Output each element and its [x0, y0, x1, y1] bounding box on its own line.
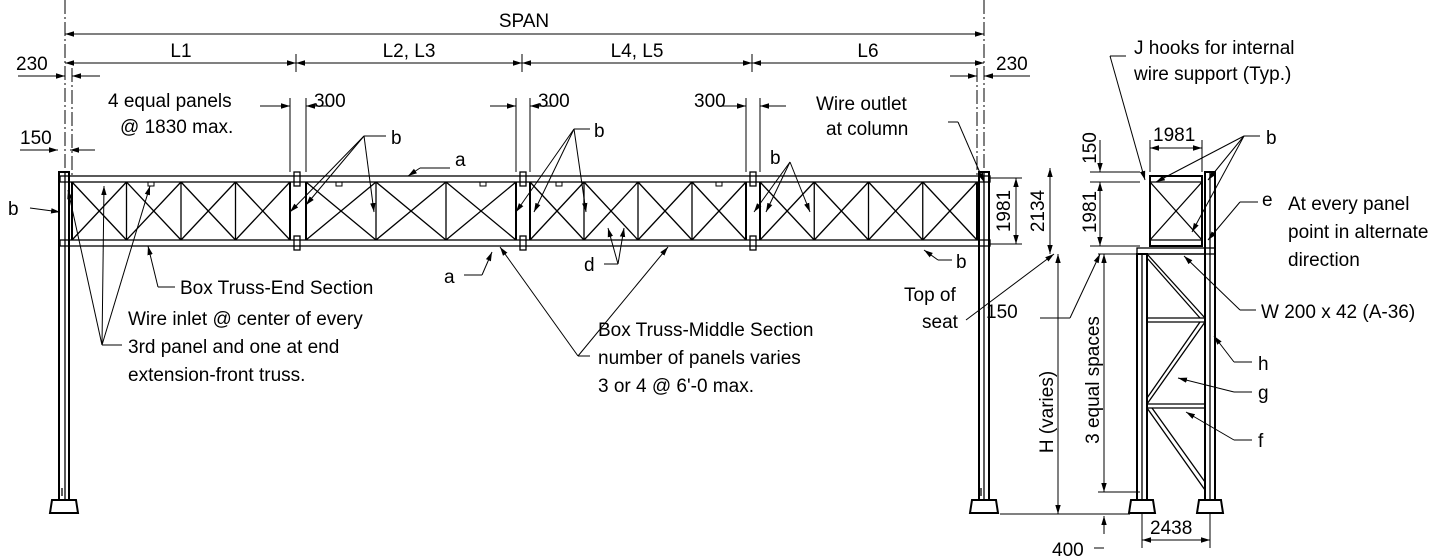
- dim-150-left: 150: [20, 128, 95, 153]
- svg-text:Box Truss-Middle Section: Box Truss-Middle Section: [598, 320, 813, 341]
- svg-text:f: f: [1258, 431, 1264, 452]
- middle-section-note: Box Truss-Middle Section number of panel…: [499, 246, 813, 397]
- truss-member: [868, 181, 924, 241]
- svg-text:3 equal spaces: 3 equal spaces: [1083, 316, 1104, 444]
- top-of-seat-note: Top of seat: [904, 253, 1055, 333]
- svg-text:direction: direction: [1288, 250, 1360, 271]
- svg-text:at column: at column: [826, 119, 908, 140]
- left-column: [48, 171, 80, 514]
- svg-text:1981: 1981: [994, 190, 1015, 232]
- svg-text:seat: seat: [922, 312, 959, 333]
- side-elevation: [1127, 171, 1225, 514]
- svg-text:Top of: Top of: [904, 285, 956, 306]
- svg-text:W 200 x 42 (A-36): W 200 x 42 (A-36): [1261, 302, 1415, 323]
- dim-230: 230 230: [16, 54, 1030, 178]
- svg-text:150: 150: [1080, 132, 1101, 164]
- l1-label: L1: [170, 41, 191, 62]
- base-width-dim: 2438: [1141, 514, 1211, 548]
- svg-text:g: g: [1258, 383, 1269, 404]
- l45-label: L4, L5: [611, 41, 664, 62]
- truss-member: [180, 181, 236, 241]
- truss-member: [235, 181, 291, 241]
- svg-text:Box Truss-End Section: Box Truss-End Section: [180, 278, 373, 299]
- truss-member: [375, 181, 447, 241]
- truss-depth-dims: 1981 2134: [990, 168, 1053, 254]
- svg-text:150: 150: [20, 128, 52, 149]
- svg-text:3rd panel and one at end: 3rd panel and one at end: [128, 337, 339, 358]
- end-section-note: Box Truss-End Section: [147, 245, 373, 299]
- svg-text:b: b: [8, 199, 19, 220]
- svg-text:e: e: [1262, 190, 1273, 211]
- svg-text:wire support (Typ.): wire support (Typ.): [1133, 64, 1291, 85]
- centerlines: [64, 0, 985, 170]
- dim-230-left: 230: [16, 54, 48, 75]
- svg-text:number of panels varies: number of panels varies: [598, 348, 801, 369]
- svg-text:b: b: [956, 252, 967, 273]
- l6-label: L6: [857, 41, 878, 62]
- svg-text:H (varies): H (varies): [1037, 371, 1058, 453]
- truss-panels: [71, 181, 978, 241]
- svg-text:3 or 4 @ 6'-0 max.: 3 or 4 @ 6'-0 max.: [598, 376, 754, 397]
- svg-text:a: a: [444, 267, 455, 288]
- right-column: [968, 171, 1000, 514]
- jhooks-note: J hooks for internal wire support (Typ.): [1109, 38, 1295, 181]
- svg-text:point in alternate: point in alternate: [1288, 222, 1429, 243]
- svg-text:2438: 2438: [1150, 518, 1192, 539]
- side-dims: 1981 150 1981 150: [986, 125, 1203, 323]
- truss-member: [126, 181, 182, 241]
- truss-member: [583, 181, 639, 241]
- svg-text:a: a: [455, 150, 466, 171]
- truss-member: [637, 181, 693, 241]
- height-dims: H (varies) 3 equal spaces 400: [1000, 253, 1140, 560]
- svg-text:extension-front truss.: extension-front truss.: [128, 365, 305, 386]
- svg-text:Wire inlet @ center of every: Wire inlet @ center of every: [128, 309, 363, 330]
- svg-text:b: b: [594, 121, 605, 142]
- dim-230-right: 230: [996, 54, 1028, 75]
- svg-text:Wire outlet: Wire outlet: [816, 94, 908, 115]
- svg-text:300: 300: [694, 91, 726, 112]
- truss-member: [759, 181, 815, 241]
- truss-member: [305, 181, 377, 241]
- splice-plates: [289, 171, 761, 251]
- svg-text:1981: 1981: [1153, 125, 1195, 146]
- truss-member: [71, 181, 127, 241]
- truss-member: [922, 181, 978, 241]
- svg-text:400: 400: [1052, 540, 1084, 560]
- svg-text:300: 300: [314, 91, 346, 112]
- truss-member: [691, 181, 747, 241]
- wire-inlets: [147, 181, 723, 187]
- svg-text:150: 150: [986, 302, 1018, 323]
- svg-text:300: 300: [538, 91, 570, 112]
- svg-text:d: d: [584, 255, 595, 276]
- panels-note-2: @ 1830 max.: [120, 117, 233, 138]
- truss-member: [529, 181, 585, 241]
- svg-text:1981: 1981: [1080, 191, 1101, 233]
- span-label: SPAN: [499, 11, 549, 32]
- truss-member: [813, 181, 869, 241]
- truss-member: [445, 181, 517, 241]
- leader-lines: b b b a a d b b: [8, 121, 967, 288]
- svg-text:2134: 2134: [1028, 189, 1049, 232]
- svg-text:b: b: [770, 148, 781, 169]
- svg-text:b: b: [1266, 128, 1277, 149]
- svg-text:At every panel: At every panel: [1288, 194, 1409, 215]
- side-leaders: b e At every panel point in alternate di…: [1155, 128, 1429, 452]
- wire-outlet-note: Wire outlet at column: [816, 94, 985, 183]
- l23-label: L2, L3: [383, 41, 436, 62]
- wire-inlet-note: Wire inlet @ center of every 3rd panel a…: [67, 185, 363, 386]
- panels-note-1: 4 equal panels: [108, 91, 232, 112]
- segment-dimensions: L1 L2, L3 L4, L5 L6: [65, 41, 984, 72]
- span-dimension: SPAN: [65, 11, 984, 37]
- dim-300: 300 300 300: [260, 91, 786, 172]
- svg-text:h: h: [1258, 354, 1269, 375]
- svg-text:b: b: [391, 128, 402, 149]
- svg-text:J hooks for internal: J hooks for internal: [1134, 38, 1295, 59]
